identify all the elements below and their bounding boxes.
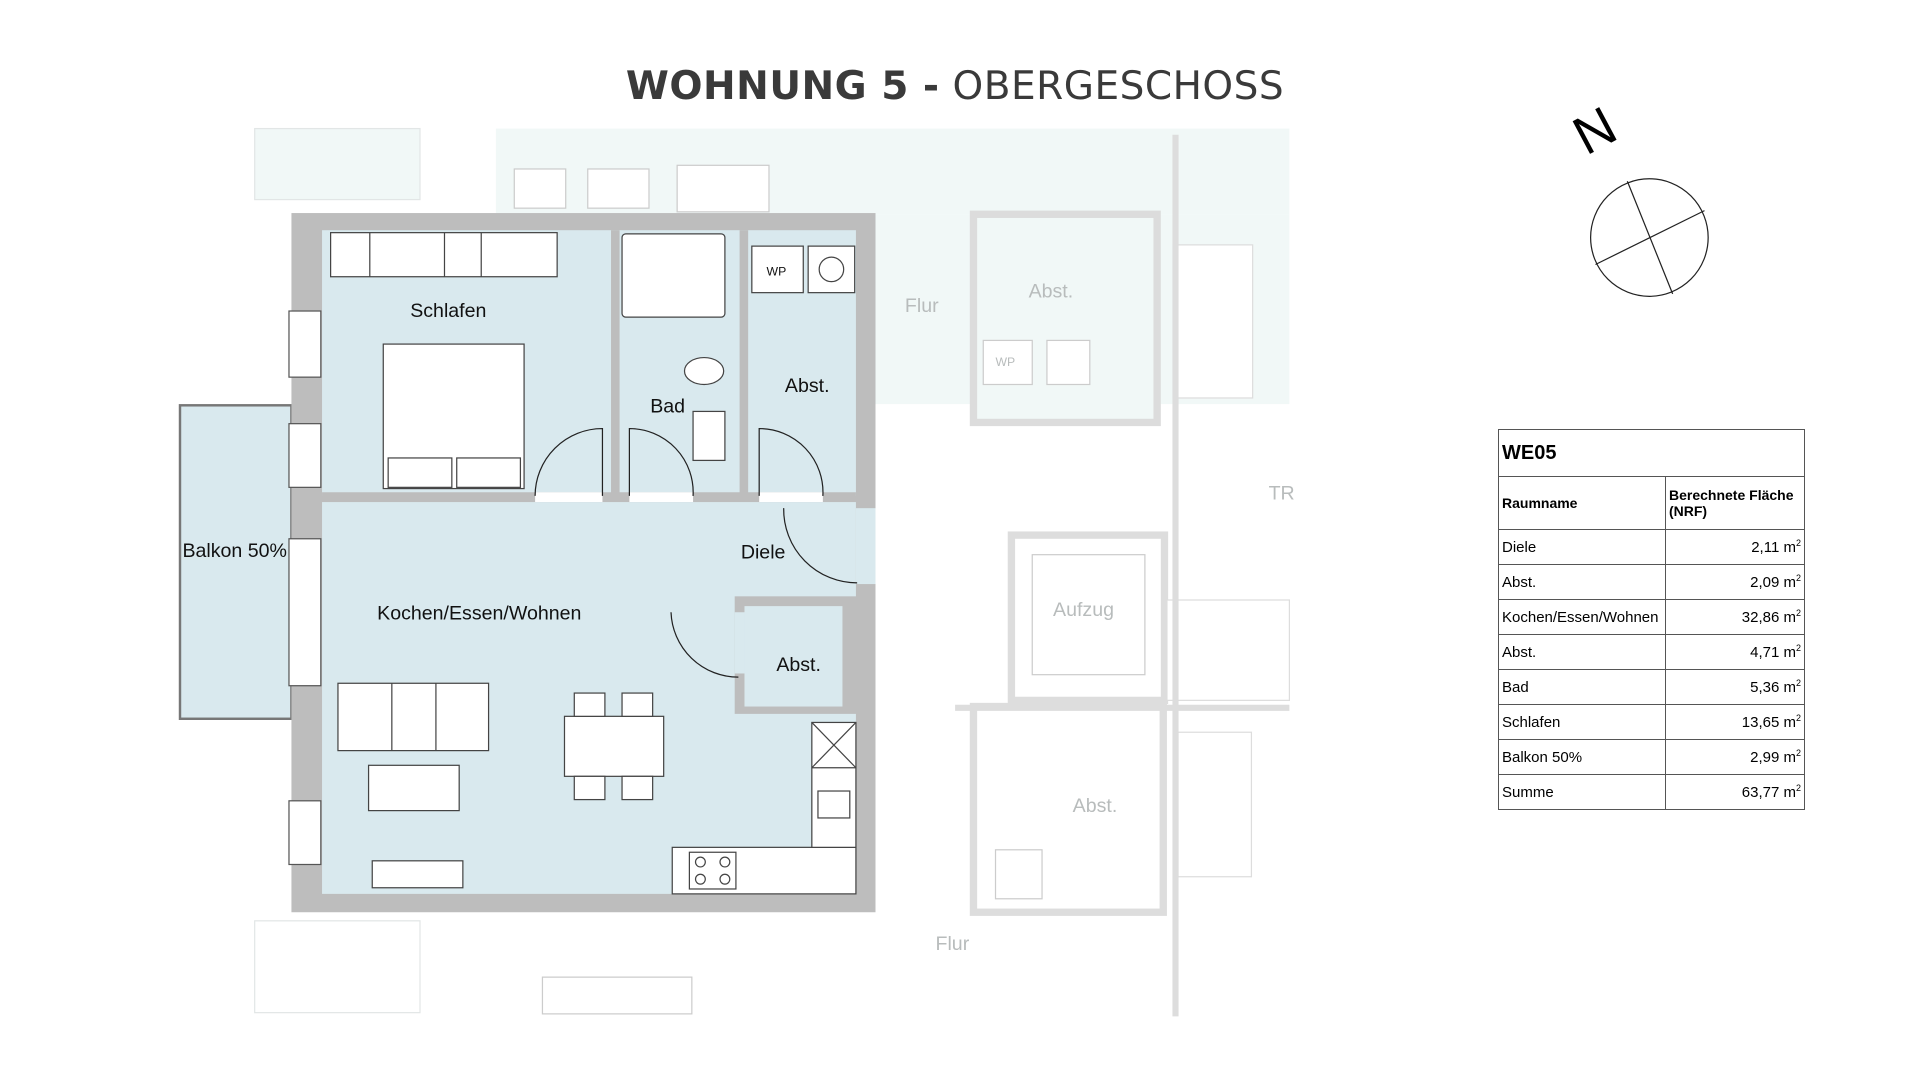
north-label: N bbox=[1564, 95, 1627, 166]
north-compass-icon: N bbox=[1564, 95, 1709, 297]
room-label-diele: Diele bbox=[741, 541, 786, 563]
room-name: Schlafen bbox=[1498, 704, 1666, 740]
room-label-kochen: Kochen/Essen/Wohnen bbox=[377, 603, 581, 625]
room-name: Abst. bbox=[1498, 564, 1666, 600]
balcony bbox=[178, 404, 293, 720]
page-title: WOHNUNG 5 - OBERGESCHOSS bbox=[0, 64, 1910, 109]
room-name: Kochen/Essen/Wohnen bbox=[1498, 599, 1666, 635]
room-label-bad: Bad bbox=[650, 396, 685, 418]
interior-walls bbox=[322, 230, 858, 714]
room-name: Diele bbox=[1498, 529, 1666, 565]
neighbor-label-aufzug: Aufzug bbox=[1053, 599, 1114, 621]
neighbor-label-flur-bottom: Flur bbox=[936, 933, 970, 955]
neighbor-label-wp: WP bbox=[996, 355, 1016, 369]
doors bbox=[534, 427, 858, 678]
room-name: Bad bbox=[1498, 669, 1666, 705]
room-area: 2,09 m2 bbox=[1665, 564, 1805, 600]
room-label-abst-2: Abst. bbox=[776, 654, 821, 676]
furniture bbox=[330, 232, 857, 895]
room-name: Balkon 50% bbox=[1498, 739, 1666, 775]
table-row: Abst.4,71 m2 bbox=[1498, 634, 1805, 670]
room-area: 5,36 m2 bbox=[1665, 669, 1805, 705]
room-name: Abst. bbox=[1498, 634, 1666, 670]
table-row: Balkon 50%2,99 m2 bbox=[1498, 739, 1805, 775]
room-label-schlafen: Schlafen bbox=[410, 300, 486, 322]
room-area: 2,11 m2 bbox=[1665, 529, 1805, 565]
room-area: 2,99 m2 bbox=[1665, 739, 1805, 775]
room-area: 63,77 m2 bbox=[1665, 774, 1805, 810]
title-light: OBERGESCHOSS bbox=[952, 64, 1285, 109]
room-area: 4,71 m2 bbox=[1665, 634, 1805, 670]
unit-id: WE05 bbox=[1498, 429, 1805, 477]
room-area: 13,65 m2 bbox=[1665, 704, 1805, 740]
title-bold: WOHNUNG 5 - bbox=[625, 64, 940, 109]
neighbor-areas bbox=[254, 127, 1290, 1017]
table-row: Abst.2,09 m2 bbox=[1498, 564, 1805, 600]
neighbor-label-flur: Flur bbox=[905, 295, 939, 317]
windows bbox=[288, 310, 322, 866]
col-header-area: Berechnete Fläche (NRF) bbox=[1665, 476, 1805, 530]
col-header-name: Raumname bbox=[1498, 476, 1666, 530]
room-label-abst-1: Abst. bbox=[785, 375, 830, 397]
room-area: 32,86 m2 bbox=[1665, 599, 1805, 635]
neighbor-label-abst-bottom: Abst. bbox=[1073, 795, 1118, 817]
neighbor-label-tr: TR bbox=[1269, 483, 1295, 505]
neighbor-label-abst: Abst. bbox=[1029, 281, 1074, 303]
room-label-balkon: Balkon 50% bbox=[182, 540, 287, 562]
wp-label: WP bbox=[767, 265, 787, 279]
room-name: Summe bbox=[1498, 774, 1666, 810]
